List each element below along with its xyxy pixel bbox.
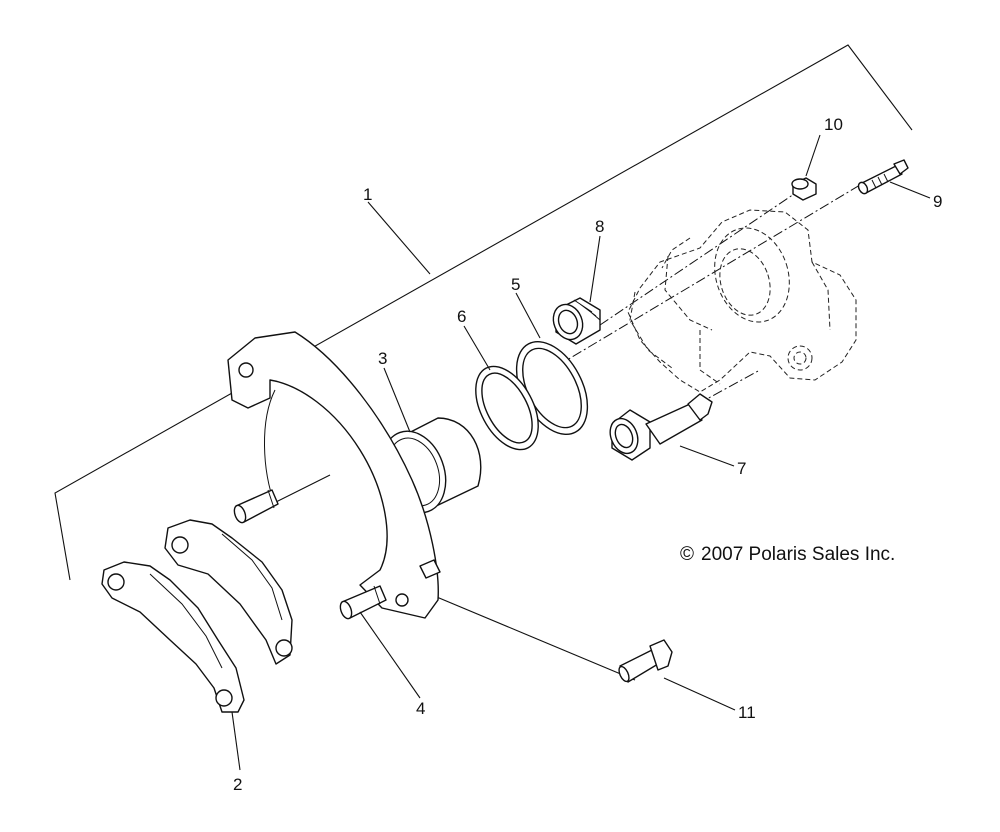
callout-4: 4	[416, 699, 425, 718]
callout-labels: 1 2 3 4 5 6 7 8 9 10 11	[233, 115, 942, 794]
callout-10: 10	[824, 115, 843, 134]
part-7-slide-pin	[609, 393, 713, 461]
callout-3: 3	[378, 349, 387, 368]
callout-7: 7	[737, 459, 746, 478]
kit-bracket	[54, 44, 913, 581]
part-2-brake-pads	[101, 519, 293, 713]
part-5-seal	[515, 340, 589, 436]
callout-9: 9	[933, 192, 942, 211]
copyright-symbol: ©	[680, 544, 694, 565]
part-6-seal	[475, 365, 539, 451]
copyright-text: 2007 Polaris Sales Inc.	[701, 544, 895, 565]
callout-6: 6	[457, 307, 466, 326]
callout-8: 8	[595, 217, 604, 236]
callout-2: 2	[233, 775, 242, 794]
caliper-body	[627, 209, 857, 393]
part-8-boot	[552, 297, 601, 345]
copyright-notice: © 2007 Polaris Sales Inc.	[680, 544, 895, 565]
part-10-plug	[791, 177, 817, 201]
callout-11: 11	[738, 703, 756, 722]
callout-1: 1	[363, 185, 372, 204]
part-11-bolt	[618, 639, 673, 683]
callout-5: 5	[511, 275, 520, 294]
leader-lines	[231, 134, 931, 771]
part-4-bracket	[227, 331, 441, 620]
part-9-bleeder-screw	[857, 159, 909, 195]
